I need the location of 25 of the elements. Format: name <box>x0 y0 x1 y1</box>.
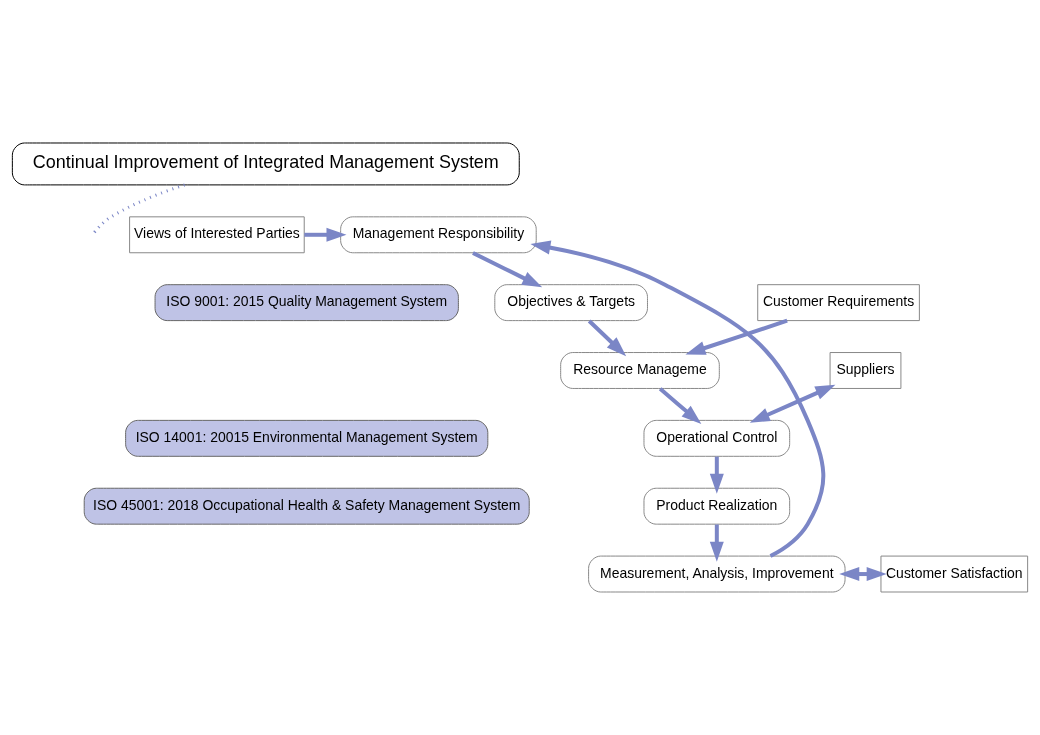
node-box: Operational Control <box>643 419 791 457</box>
arrow <box>304 227 347 242</box>
arrow <box>839 567 887 582</box>
node-box: ISO 14001: 20015 Environmental Management System <box>125 419 489 457</box>
node-box: Customer Requirements <box>757 284 920 322</box>
node-box: Objectives & Targets <box>494 284 648 322</box>
arrow <box>685 318 788 355</box>
node-box: Management Responsibility <box>340 216 537 254</box>
arrow <box>709 456 724 494</box>
node-box: Measurement, Analysis, Improvement <box>588 555 846 593</box>
node-box: ISO 45001: 2018 Occupational Health & Safety Management System <box>83 487 530 525</box>
node-box: Continual Improvement of Integrated Management System <box>11 142 520 186</box>
arrow <box>658 387 702 425</box>
node-box: Customer Satisfaction <box>880 555 1029 593</box>
node-box: Product Realization <box>643 487 791 525</box>
node-box: Resource Manageme <box>560 352 720 389</box>
arrow <box>472 251 543 288</box>
arrow <box>709 524 724 562</box>
node-box: ISO 9001: 2015 Quality Management System <box>154 284 459 322</box>
arrow <box>587 319 627 357</box>
arrow <box>530 240 826 558</box>
node-box: Suppliers <box>829 352 902 389</box>
node-box: Views of Interested Parties <box>129 216 305 254</box>
connector <box>92 183 186 235</box>
arrow <box>749 384 836 423</box>
